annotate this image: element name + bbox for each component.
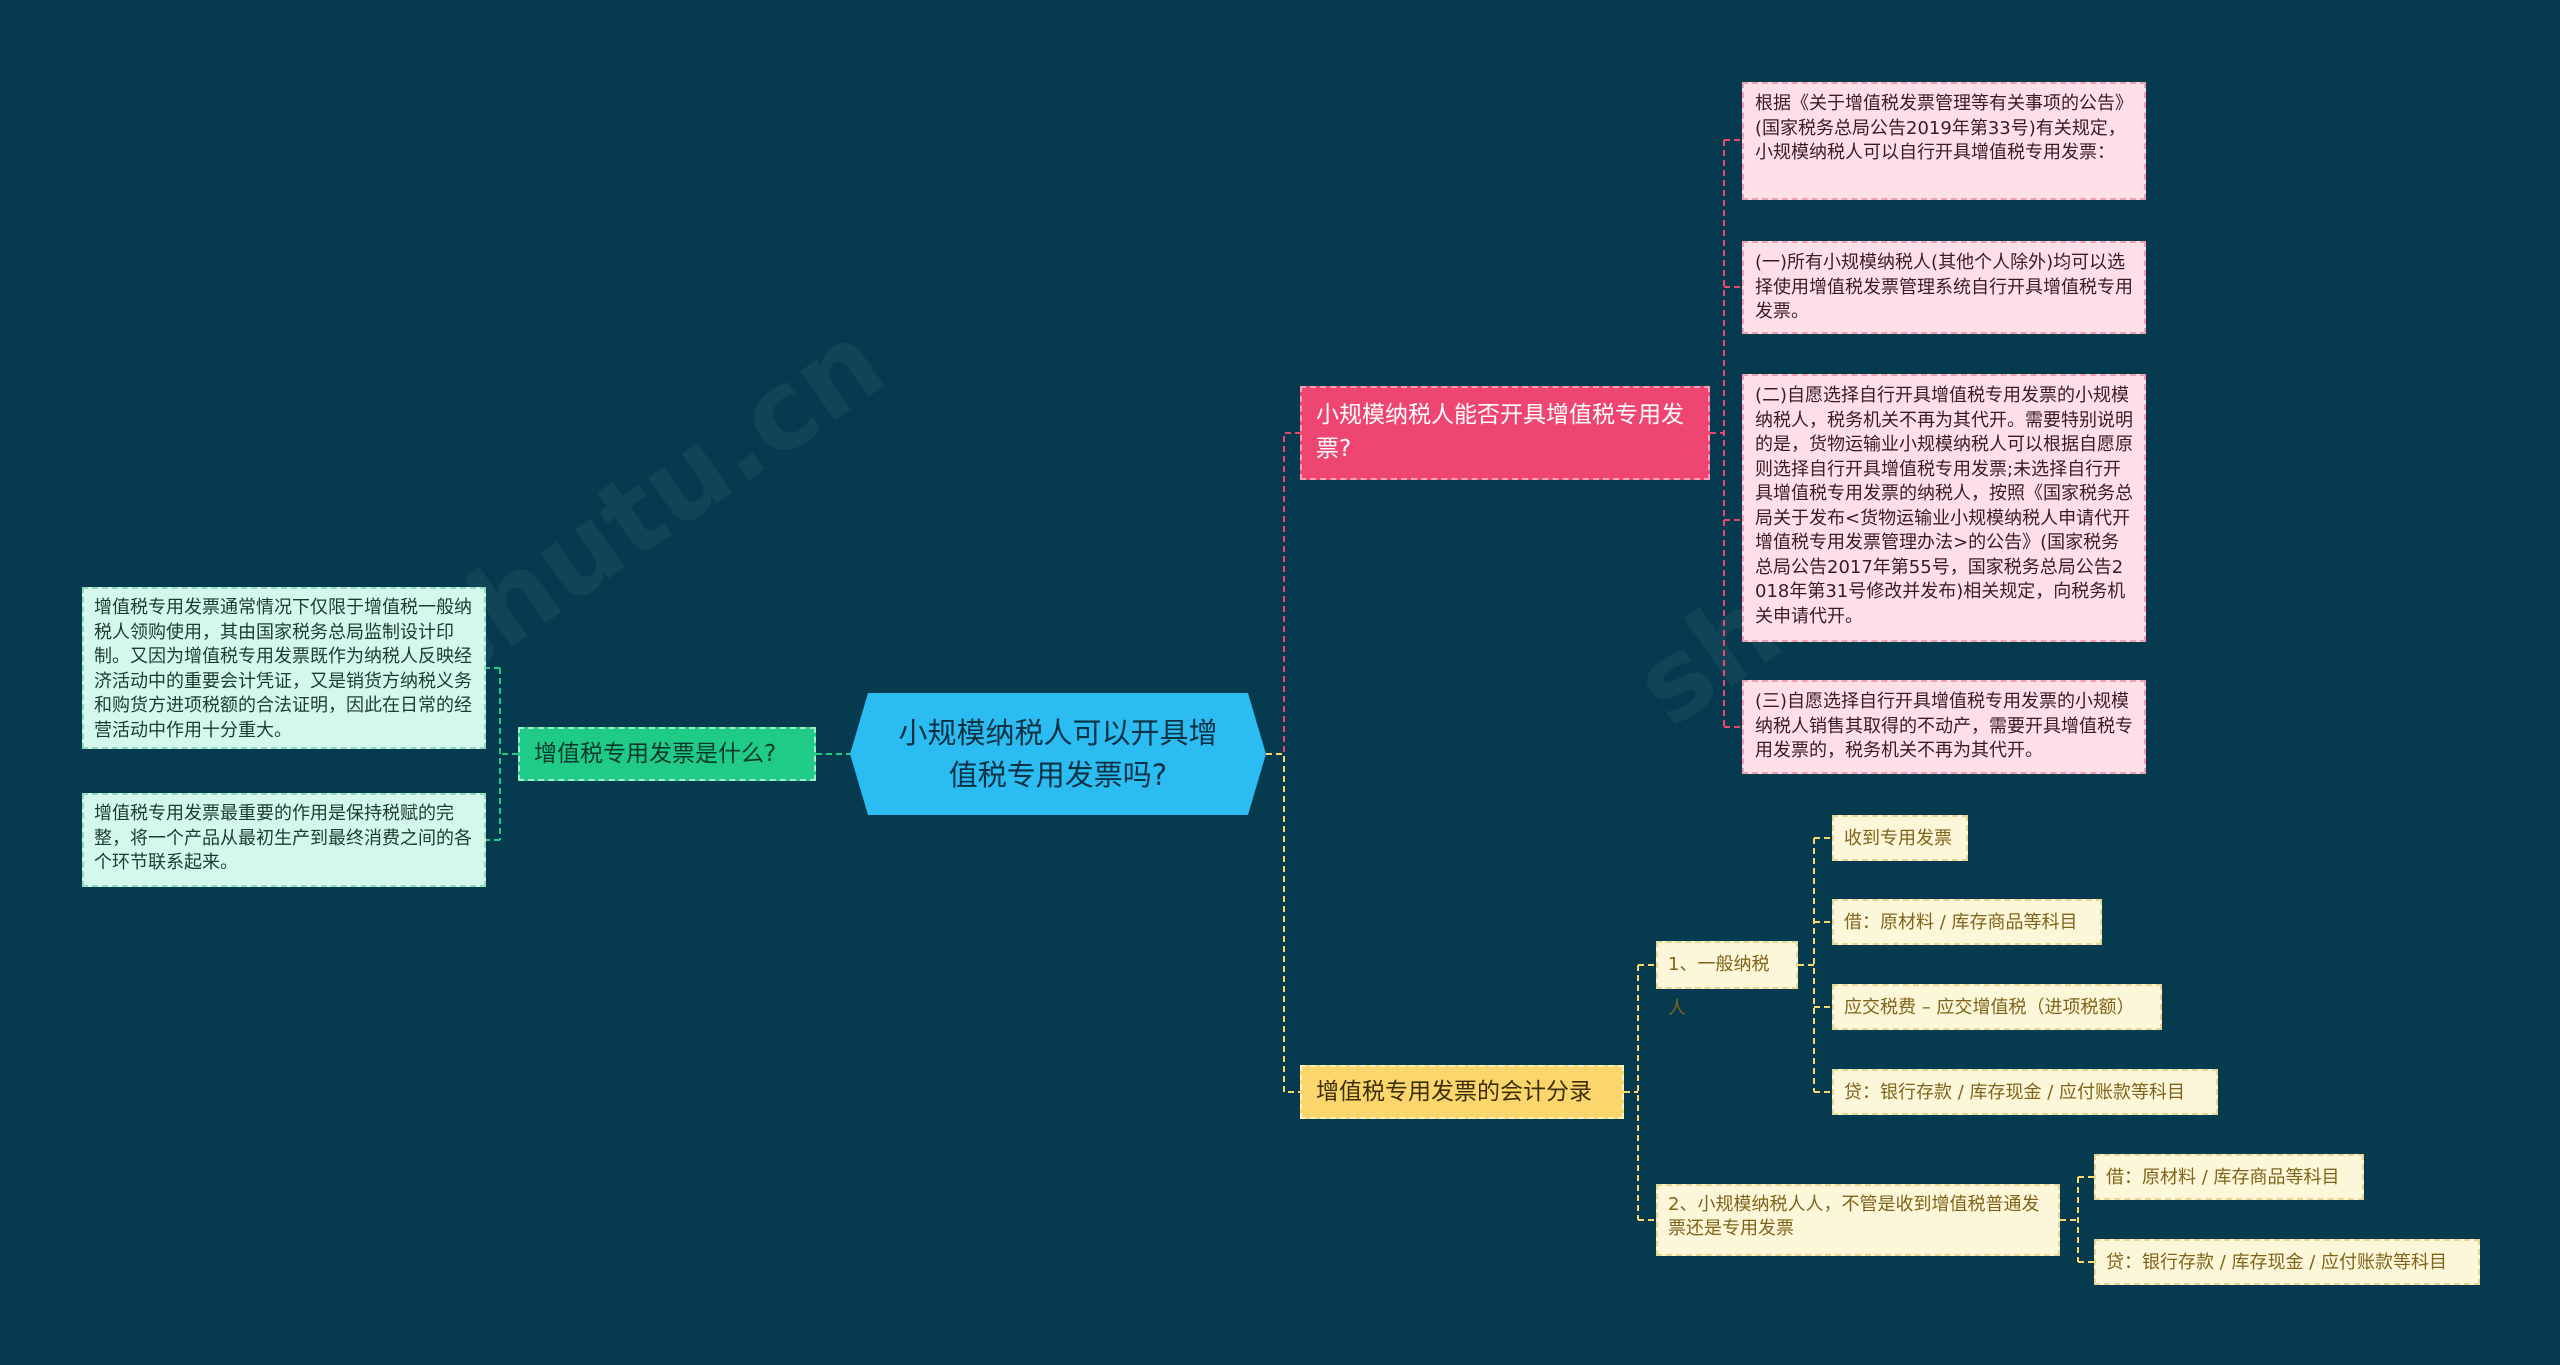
leaf-debit-materials[interactable]: 借：原材料 / 库存商品等科目 (2094, 1154, 2364, 1200)
leaf-rule-two[interactable]: (二)自愿选择自行开具增值税专用发票的小规模纳税人，税务机关不再为其代开。需要特… (1742, 374, 2146, 642)
branch-accounting-entries[interactable]: 增值税专用发票的会计分录 (1300, 1065, 1624, 1119)
leaf-text: 贷：银行存款 / 库存现金 / 应付账款等科目 (2106, 1252, 2448, 1273)
leaf-credit-bank[interactable]: 贷：银行存款 / 库存现金 / 应付账款等科目 (2094, 1239, 2480, 1285)
leaf-tax-payable[interactable]: 应交税费 – 应交增值税（进项税额） (1832, 984, 2162, 1030)
connector-group1-leaves (1798, 837, 1832, 1093)
group-label: 2、小规模纳税人人，不管是收到增值税普通发票还是专用发票 (1668, 1194, 2040, 1239)
leaf-receive-invoice[interactable]: 收到专用发票 (1832, 815, 1968, 861)
leaf-text: 应交税费 – 应交增值税（进项税额） (1844, 997, 2135, 1018)
leaf-rule-three[interactable]: (三)自愿选择自行开具增值税专用发票的小规模纳税人销售其取得的不动产，需要开具增… (1742, 680, 2146, 774)
leaf-text: (二)自愿选择自行开具增值税专用发票的小规模纳税人，税务机关不再为其代开。需要特… (1755, 385, 2133, 627)
connector-top-leaves (1710, 139, 1742, 728)
connector-bottom-groups (1624, 964, 1656, 1221)
connector-group2-leaves (2060, 1176, 2094, 1263)
connector-root-top (1266, 432, 1300, 755)
leaf-invoice-purpose[interactable]: 增值税专用发票最重要的作用是保持税赋的完整，将一个产品从最初生产到最终消费之间的… (82, 793, 486, 887)
leaf-text: 借：原材料 / 库存商品等科目 (1844, 912, 2078, 933)
group-general-taxpayer[interactable]: 1、一般纳税人 (1656, 941, 1798, 1019)
branch-can-issue-invoice[interactable]: 小规模纳税人能否开具增值税专用发票? (1300, 386, 1710, 480)
leaf-text: (三)自愿选择自行开具增值税专用发票的小规模纳税人销售其取得的不动产，需要开具增… (1755, 691, 2133, 761)
branch-label: 增值税专用发票的会计分录 (1316, 1079, 1592, 1105)
connector-root-bottom (1266, 753, 1300, 1093)
leaf-text: 增值税专用发票最重要的作用是保持税赋的完整，将一个产品从最初生产到最终消费之间的… (94, 803, 472, 873)
leaf-announcement-basis[interactable]: 根据《关于增值税发票管理等有关事项的公告》(国家税务总局公告2019年第33号)… (1742, 82, 2146, 200)
leaf-text: 收到专用发票 (1844, 828, 1952, 849)
group-small-taxpayer[interactable]: 2、小规模纳税人人，不管是收到增值税普通发票还是专用发票 (1656, 1184, 2060, 1256)
leaf-text: 根据《关于增值税发票管理等有关事项的公告》(国家税务总局公告2019年第33号)… (1755, 93, 2133, 163)
root-topic[interactable]: 小规模纳税人可以开具增值税专用发票吗? (850, 693, 1266, 815)
leaf-invoice-definition[interactable]: 增值税专用发票通常情况下仅限于增值税一般纳税人领购使用，其由国家税务总局监制设计… (82, 587, 486, 749)
leaf-debit-materials[interactable]: 借：原材料 / 库存商品等科目 (1832, 899, 2102, 945)
leaf-text: (一)所有小规模纳税人(其他个人除外)均可以选择使用增值税发票管理系统自行开具增… (1755, 252, 2133, 322)
leaf-text: 增值税专用发票通常情况下仅限于增值税一般纳税人领购使用，其由国家税务总局监制设计… (94, 597, 472, 741)
connector-left-leaves (486, 667, 518, 841)
root-topic-text: 小规模纳税人可以开具增值税专用发票吗? (898, 716, 1218, 792)
leaf-text: 借：原材料 / 库存商品等科目 (2106, 1167, 2340, 1188)
branch-label: 增值税专用发票是什么? (534, 741, 777, 767)
leaf-rule-one[interactable]: (一)所有小规模纳税人(其他个人除外)均可以选择使用增值税发票管理系统自行开具增… (1742, 241, 2146, 334)
branch-label: 小规模纳税人能否开具增值税专用发票? (1316, 402, 1684, 462)
leaf-text: 贷：银行存款 / 库存现金 / 应付账款等科目 (1844, 1082, 2186, 1103)
group-label: 1、一般纳税人 (1668, 954, 1770, 1019)
leaf-credit-bank[interactable]: 贷：银行存款 / 库存现金 / 应付账款等科目 (1832, 1069, 2218, 1115)
branch-what-is-invoice[interactable]: 增值税专用发票是什么? (518, 727, 816, 781)
